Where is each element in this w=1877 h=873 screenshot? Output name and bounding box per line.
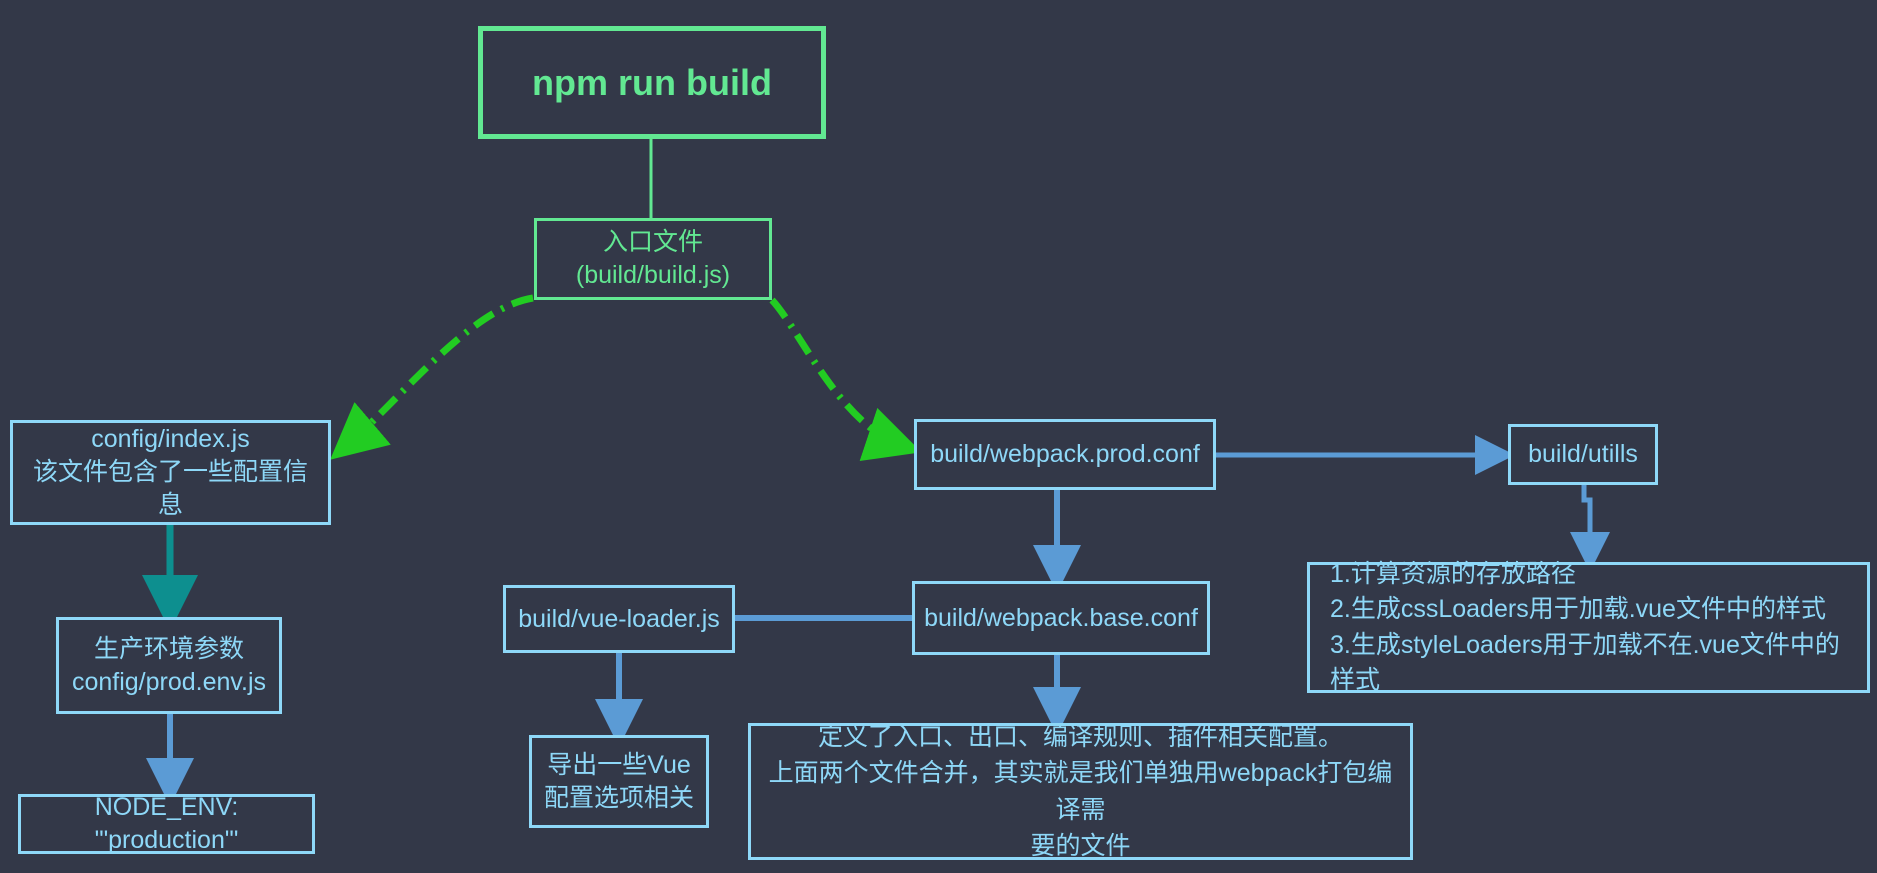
node-npm-run-build[interactable]: npm run build	[478, 26, 826, 139]
node-node-env[interactable]: NODE_ENV: '"production"'	[18, 793, 315, 854]
node-prod-env[interactable]: 生产环境参数 config/prod.env.js	[56, 617, 282, 714]
node-vue-loader-notes[interactable]: 导出一些Vue 配置选项相关	[529, 735, 709, 828]
node-entry-file[interactable]: 入口文件 (build/build.js)	[534, 218, 772, 300]
node-build-utills[interactable]: build/utills	[1508, 424, 1658, 485]
edge-entry-file-to-config-index	[330, 294, 534, 460]
node-vue-loader[interactable]: build/vue-loader.js	[503, 585, 735, 653]
node-utills-notes[interactable]: 1.计算资源的存放路径 2.生成cssLoaders用于加载.vue文件中的样式…	[1307, 560, 1870, 694]
node-config-index[interactable]: config/index.js 该文件包含了一些配置信息	[10, 420, 331, 525]
node-webpack-prod-conf[interactable]: build/webpack.prod.conf	[914, 419, 1216, 490]
edge-build-utills-to-utills-notes	[1570, 485, 1610, 572]
node-webpack-base-conf[interactable]: build/webpack.base.conf	[912, 581, 1210, 655]
edge-entry-file-to-webpack-prod-conf	[769, 297, 922, 462]
node-base-conf-notes[interactable]: 定义了入口、出口、编译规则、插件相关配置。 上面两个文件合并，其实就是我们单独用…	[748, 723, 1413, 860]
